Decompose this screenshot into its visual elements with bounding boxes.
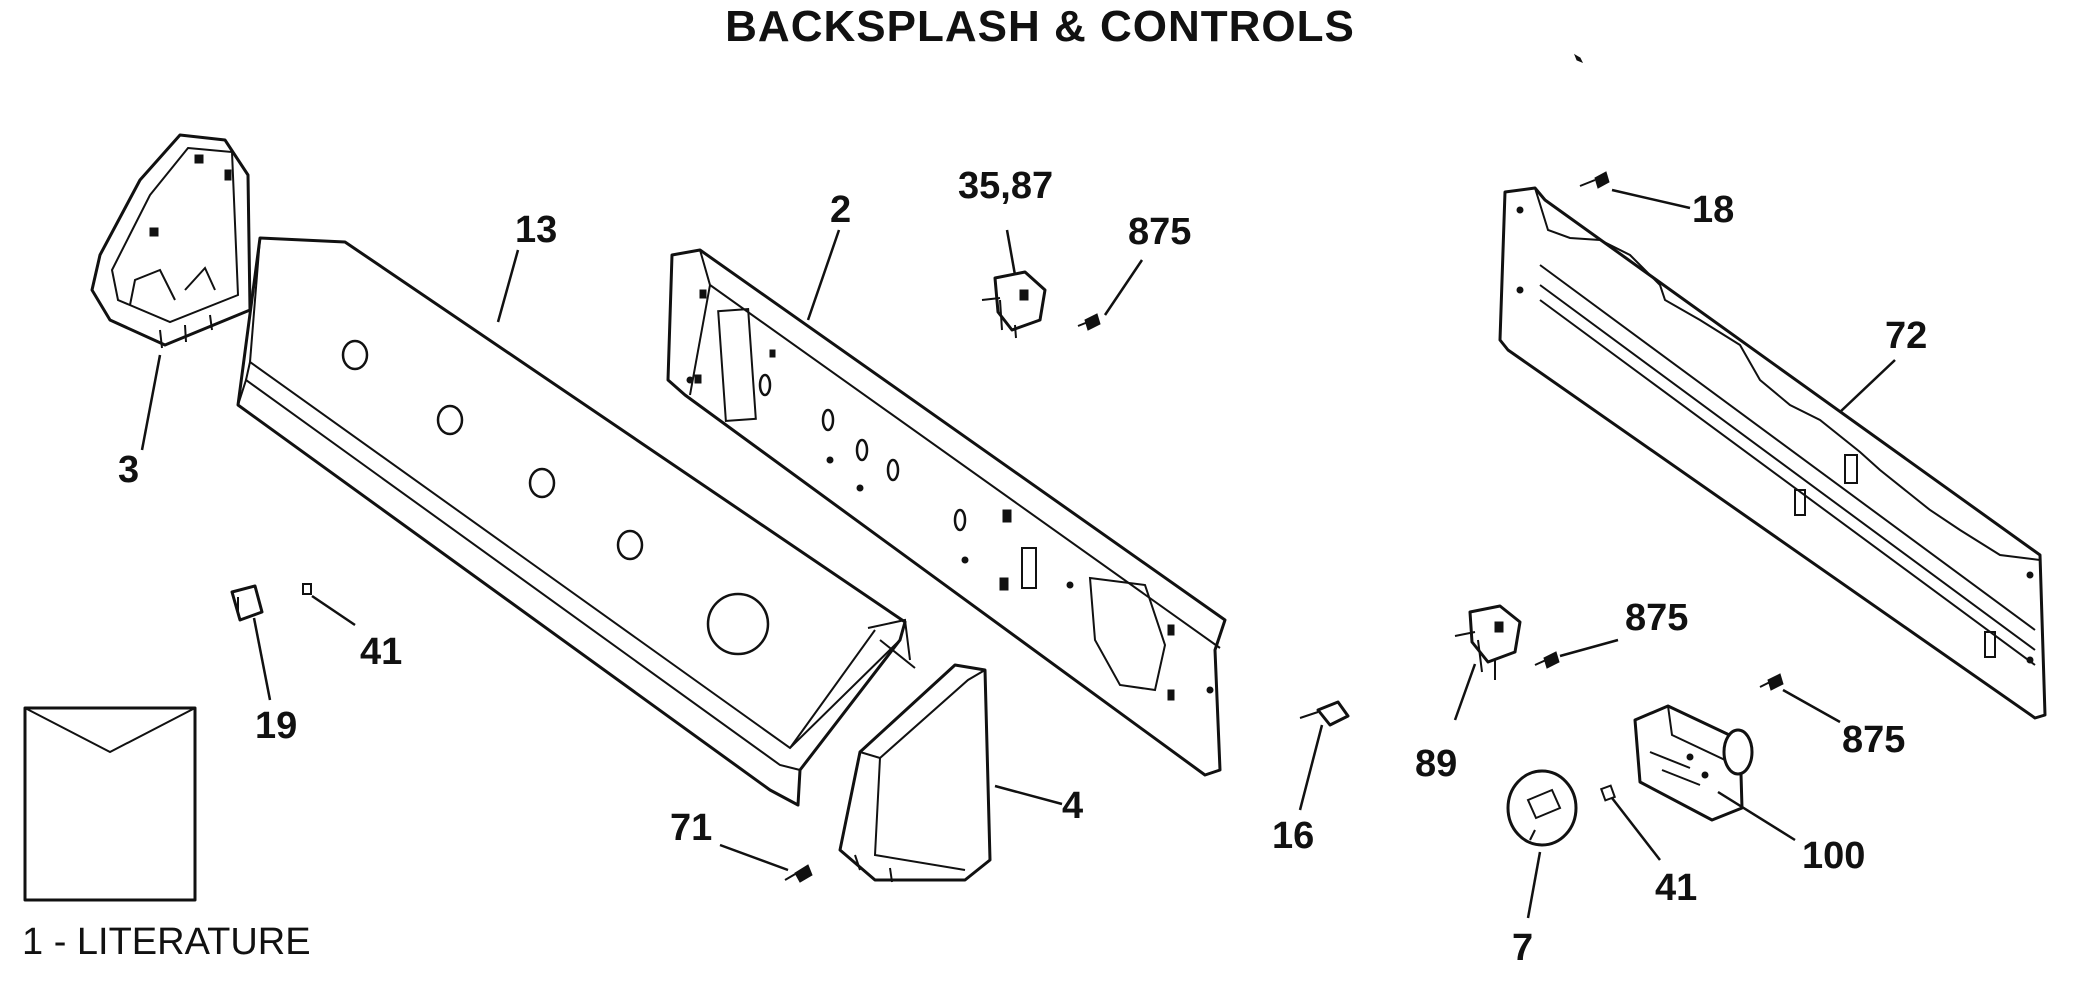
label-72: 72 bbox=[1885, 315, 1927, 357]
part-4-end-cap-right bbox=[838, 663, 992, 883]
label-41-a: 41 bbox=[360, 631, 402, 673]
part-41-setscrew-a bbox=[302, 583, 312, 595]
label-35-87: 35,87 bbox=[958, 165, 1053, 207]
screw-18 bbox=[1579, 171, 1610, 189]
label-875-c: 875 bbox=[1842, 719, 1905, 761]
part-7-timer-knob bbox=[1506, 769, 1578, 847]
part-72-rear-panel bbox=[1498, 186, 2047, 720]
part-3-end-cap-left bbox=[90, 133, 252, 349]
part-100-timer bbox=[1633, 704, 1754, 822]
scan-mark bbox=[1573, 53, 1584, 63]
label-41-b: 41 bbox=[1655, 867, 1697, 909]
part-19-knob bbox=[230, 584, 264, 622]
part-16-clip bbox=[1299, 700, 1350, 727]
label-71: 71 bbox=[670, 807, 712, 849]
literature-caption: 1 - LITERATURE bbox=[22, 921, 311, 963]
screw-71 bbox=[784, 864, 813, 883]
label-2: 2 bbox=[830, 189, 851, 231]
screw-875-a bbox=[1077, 313, 1101, 331]
part-35-87-switch bbox=[981, 270, 1047, 339]
label-16: 16 bbox=[1272, 815, 1314, 857]
label-3: 3 bbox=[118, 449, 139, 491]
part-13-console-panel bbox=[236, 236, 916, 807]
label-89: 89 bbox=[1415, 743, 1457, 785]
screw-875-c bbox=[1759, 673, 1784, 691]
diagram-title: BACKSPLASH & CONTROLS bbox=[725, 2, 1355, 51]
literature-envelope-icon bbox=[23, 706, 197, 902]
label-18: 18 bbox=[1692, 189, 1734, 231]
label-7: 7 bbox=[1512, 927, 1533, 969]
label-13: 13 bbox=[515, 209, 557, 251]
part-89-switch bbox=[1454, 604, 1522, 680]
label-4: 4 bbox=[1062, 785, 1083, 827]
label-100: 100 bbox=[1802, 835, 1865, 877]
part-41-setscrew-b bbox=[1599, 784, 1617, 802]
screw-875-b bbox=[1534, 651, 1560, 669]
label-875-b: 875 bbox=[1625, 597, 1688, 639]
label-19: 19 bbox=[255, 705, 297, 747]
leader-lines bbox=[140, 188, 1896, 919]
part-2-control-frame bbox=[666, 248, 1227, 777]
label-875-a: 875 bbox=[1128, 211, 1191, 253]
